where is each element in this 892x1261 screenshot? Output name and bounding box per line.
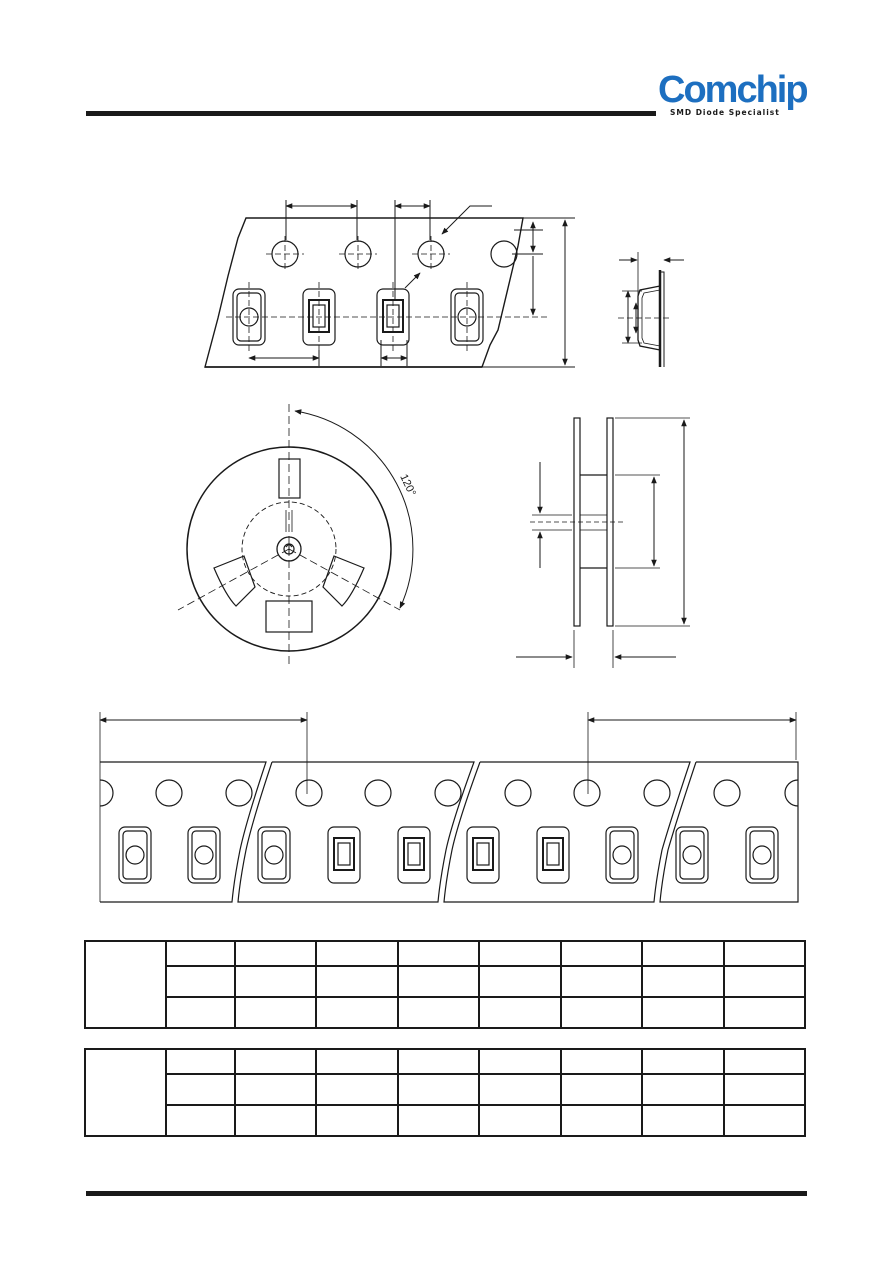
table-cell [315,996,399,1029]
table-cell [559,1048,644,1075]
table-cell [165,965,236,998]
table-cell [233,940,318,967]
table-cell [722,996,807,1029]
header-rule [86,111,656,116]
table-cell [478,940,562,967]
table-cell [641,965,725,998]
table-cell [559,1104,644,1137]
table-cell [315,1073,399,1106]
tape-pockets-loaded [327,826,570,884]
table-cell [165,940,236,967]
tape-cross-section [618,252,684,367]
table-cell [396,1104,481,1137]
table-2-row-header [84,1048,167,1137]
carrier-tape-detail [204,200,575,368]
reel-angle-label: 120° [397,472,417,498]
comchip-logo: Comchip SMD Diode Specialist [658,68,809,120]
table-cell [641,1048,725,1075]
table-cell [478,1073,562,1106]
tape-sprocket-holes [99,779,799,807]
table-cell [641,940,725,967]
table-cell [315,1048,399,1075]
technical-drawings: 120° [99,200,799,903]
sprocket-holes [266,236,518,272]
table-cell [478,1048,562,1075]
table-cell [396,996,481,1029]
table-cell [641,996,725,1029]
table-cell [233,965,318,998]
table-cell [396,965,481,998]
table-cell [396,1048,481,1075]
table-cell [722,965,807,998]
table-cell [641,1073,725,1106]
table-cell [478,1104,562,1137]
table-cell [315,940,399,967]
table-cell [722,1073,807,1106]
table-cell [559,940,644,967]
table-cell [165,1104,236,1137]
logo-brand: Comchip [658,69,809,111]
table-cell [233,1104,318,1137]
table-cell [315,1104,399,1137]
tape-pockets-empty [118,826,779,884]
table-cell [722,1048,807,1075]
table-1-row-header [84,940,167,1029]
leader-trailer-tape [99,712,799,903]
table-cell [165,996,236,1029]
component-pockets [226,282,547,352]
table-cell [559,996,644,1029]
table-cell [396,940,481,967]
table-cell [478,965,562,998]
footer-rule [86,1191,807,1196]
table-cell [233,996,318,1029]
spec-table-2 [84,1048,807,1137]
logo-tagline: SMD Diode Specialist [670,108,780,117]
table-cell [559,1073,644,1106]
table-cell [722,940,807,967]
table-cell [559,965,644,998]
table-cell [233,1073,318,1106]
table-cell [165,1073,236,1106]
tape-dimensions [248,200,575,368]
table-cell [722,1104,807,1137]
table-cell [478,996,562,1029]
reel-side-view [516,417,690,668]
reel-front-view: 120° [177,404,418,668]
table-cell [641,1104,725,1137]
table-cell [315,965,399,998]
spec-table-1 [84,940,807,1029]
table-cell [396,1073,481,1106]
table-cell [233,1048,318,1075]
table-cell [165,1048,236,1075]
